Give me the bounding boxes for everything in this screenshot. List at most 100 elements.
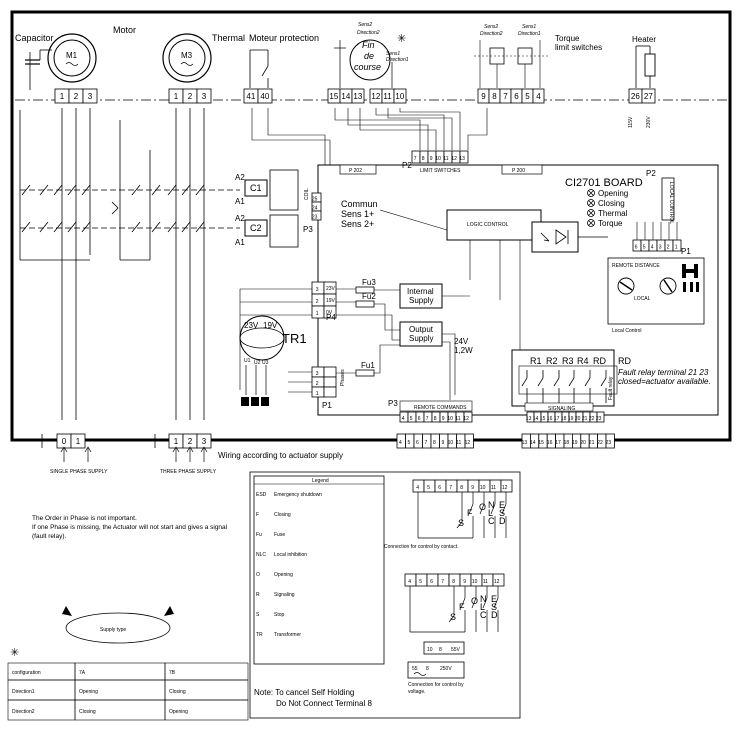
p1-terminal-2: 2	[316, 381, 319, 387]
legend-abbr: S	[256, 612, 260, 618]
sens2-label: Sens 2+	[341, 219, 374, 229]
torque-terminal-9: 9	[481, 92, 486, 101]
limit-cam: Fin de course Sens1 Direction1	[334, 39, 409, 88]
order-note-1: The Order in Phase is not important.	[32, 515, 137, 522]
commun-label: Commun	[341, 199, 378, 209]
m3-terminal-3: 3	[202, 92, 207, 101]
legend-abbr: Fu	[256, 532, 262, 538]
ctrl-bot-terminal-12: 12	[494, 579, 500, 585]
p1-terminals: 321	[311, 366, 337, 398]
p1-wires	[288, 344, 400, 393]
motor-wiring	[19, 108, 205, 420]
local-control-caption: Local Control	[612, 328, 641, 334]
limit-terminal-9: 9	[430, 156, 433, 162]
limit-terminal-13: 13	[459, 156, 465, 162]
signal-terminal-16: 16	[547, 440, 553, 446]
legend-text: Local inhibition	[274, 552, 307, 558]
m3-terminal-1: 1	[174, 92, 179, 101]
p1-terminal-3: 3	[316, 371, 319, 377]
out-24v: 24V	[454, 337, 469, 346]
config-header-2: 7B	[169, 670, 176, 676]
motor-m1: M1	[47, 33, 97, 83]
ctrl-bot-letter: D	[491, 610, 498, 620]
ctrl-top-terminal-4: 4	[416, 485, 419, 491]
limit-terminal-box	[459, 150, 469, 164]
v-row2: 250V	[440, 666, 452, 672]
m3-terminal-2: 2	[188, 92, 193, 101]
pcb-signal-terminal-15: 15	[540, 416, 546, 422]
moteur-protection-label: Moteur protection	[249, 33, 319, 43]
tr-u2: U2	[254, 360, 261, 366]
fdc-3: course	[354, 62, 381, 72]
pcb-signal-terminal-19: 19	[568, 416, 574, 422]
signaling-relays: R1 R2 R3 R4 RD RD Fault relay Fault rela…	[511, 349, 711, 412]
fault-relay-vertical: Fault relay	[608, 376, 614, 400]
ctrl-bot-terminal-8: 8	[452, 579, 455, 585]
pcb-signal-terminal-22: 22	[589, 416, 595, 422]
legend-note-2: Do Not Connect Terminal 8	[276, 699, 372, 708]
p3-bottom-label: P3	[388, 399, 398, 408]
p2-right-terminal-3: 3	[659, 245, 662, 251]
ctrl-top-letter: O	[479, 502, 486, 512]
m1-terminal-box	[82, 88, 98, 104]
three-phase-label: THREE PHASE SUPPLY	[160, 469, 217, 475]
legend-text: Emergency shutdown	[274, 492, 322, 498]
p2-right-terminal-6: 6	[635, 245, 638, 251]
fu1-symbol	[355, 369, 375, 377]
legend-text: Stop	[274, 612, 285, 618]
limit-wires	[251, 108, 488, 165]
p2-right-terminal-1: 1	[675, 245, 678, 251]
pcb-signal-terminal-16: 16	[547, 416, 553, 422]
ctrl-top-letter: L	[488, 508, 493, 518]
tr1-label: TR1	[282, 331, 307, 346]
relay-r3: R3	[562, 356, 574, 366]
a1-top: A1	[235, 197, 245, 206]
ctrl-top-letter: S	[499, 508, 505, 518]
relay-contacts	[521, 370, 607, 403]
supply-type-label: Supply type	[100, 627, 126, 633]
p3-bottom-terminal-11: 11	[455, 416, 460, 422]
ctrl-bot-terminal-7: 7	[441, 579, 444, 585]
ctrl-top-terminal-12: 12	[502, 485, 508, 491]
indicator-closing: Closing	[598, 199, 625, 208]
config-header-0: configuration	[12, 670, 41, 676]
p3-label: P3	[303, 225, 313, 234]
logic-control-block: LOGIC CONTROL	[379, 209, 608, 350]
legend-text: Signaling	[274, 592, 295, 598]
limit-terminal-8: 8	[422, 156, 425, 162]
ctrl-bot-terminal-6: 6	[430, 579, 433, 585]
remote-local-selector: REMOTE DISTANCE LOCAL Local Control	[607, 257, 705, 334]
limit-switches-block-label: LIMIT SWITCHES	[420, 168, 461, 174]
fdc-right-terminal-11: 11	[383, 92, 392, 101]
fdc-right-terminal-10: 10	[395, 92, 404, 101]
contact-caption: Connection for control by contact.	[384, 544, 459, 550]
signal-terminal-23: 23	[606, 440, 612, 446]
p200-label: P 200	[512, 168, 525, 174]
ctrl-top-terminal-8: 8	[460, 485, 463, 491]
output-supply-2: Supply	[409, 334, 433, 343]
p2-top-label: P2	[402, 161, 412, 170]
torque-terminal-8: 8	[492, 92, 497, 101]
ctrl-bot-terminal-5: 5	[419, 579, 422, 585]
remote-terminal-6: 6	[416, 440, 419, 446]
indicator-thermal: Thermal	[598, 209, 628, 218]
fu2-label: Fu2	[362, 292, 376, 301]
remote-terminal-4: 4	[399, 440, 402, 446]
p3-bottom-terminal-8: 8	[434, 416, 437, 422]
legend-box	[249, 471, 521, 719]
fdc-left-terminal-13: 13	[353, 92, 362, 101]
legend-text: Transformer	[274, 632, 301, 638]
signal-terminal-17: 17	[555, 440, 561, 446]
pcb-signal-terminal-21: 21	[582, 416, 588, 422]
ctrl-top-terminal-box	[500, 479, 513, 493]
heater-terminal-box	[641, 88, 656, 104]
torque-terminal-6: 6	[514, 92, 519, 101]
config-cell: Direction1	[12, 689, 35, 695]
fault-note-1: Fault relay terminal 21 23	[618, 368, 709, 377]
